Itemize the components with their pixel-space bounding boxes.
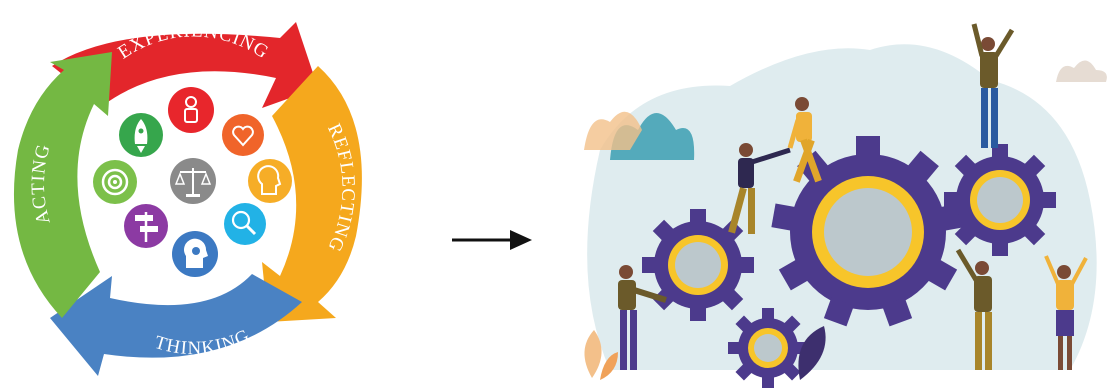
acting-arrow	[13, 52, 113, 318]
cloud-shape	[1056, 60, 1107, 82]
learning-cycle-diagram: EXPERIENCING REFLECTING THINKING ACTING	[0, 0, 370, 390]
person-figure	[1044, 255, 1088, 370]
reflecting-arrow	[262, 66, 362, 322]
target-icon	[93, 160, 137, 204]
person-figure	[728, 143, 791, 234]
gear-icon	[642, 209, 754, 321]
person-figure	[955, 248, 992, 370]
signpost-icon	[124, 204, 168, 248]
magnifier-chart-icon	[224, 203, 266, 245]
thinking-arrow	[50, 274, 302, 376]
gear-icon	[771, 136, 965, 327]
teamwork-gears-illustration	[570, 0, 1118, 390]
gear-icon	[944, 144, 1056, 256]
gear-icon	[728, 308, 808, 388]
right-arrow-icon	[440, 222, 540, 262]
leaf-decoration	[584, 326, 826, 380]
scales-icon	[170, 158, 216, 204]
experiencing-arrow	[52, 22, 318, 108]
head-gears-icon	[172, 231, 218, 277]
head-profile-icon	[248, 159, 292, 203]
cloud-shape	[584, 111, 695, 160]
heart-hand-icon	[222, 114, 264, 156]
person-figure	[618, 265, 667, 370]
person-figure	[787, 97, 822, 183]
rocket-icon	[119, 113, 163, 157]
person-icon	[168, 87, 214, 133]
person-figure	[971, 23, 1015, 148]
